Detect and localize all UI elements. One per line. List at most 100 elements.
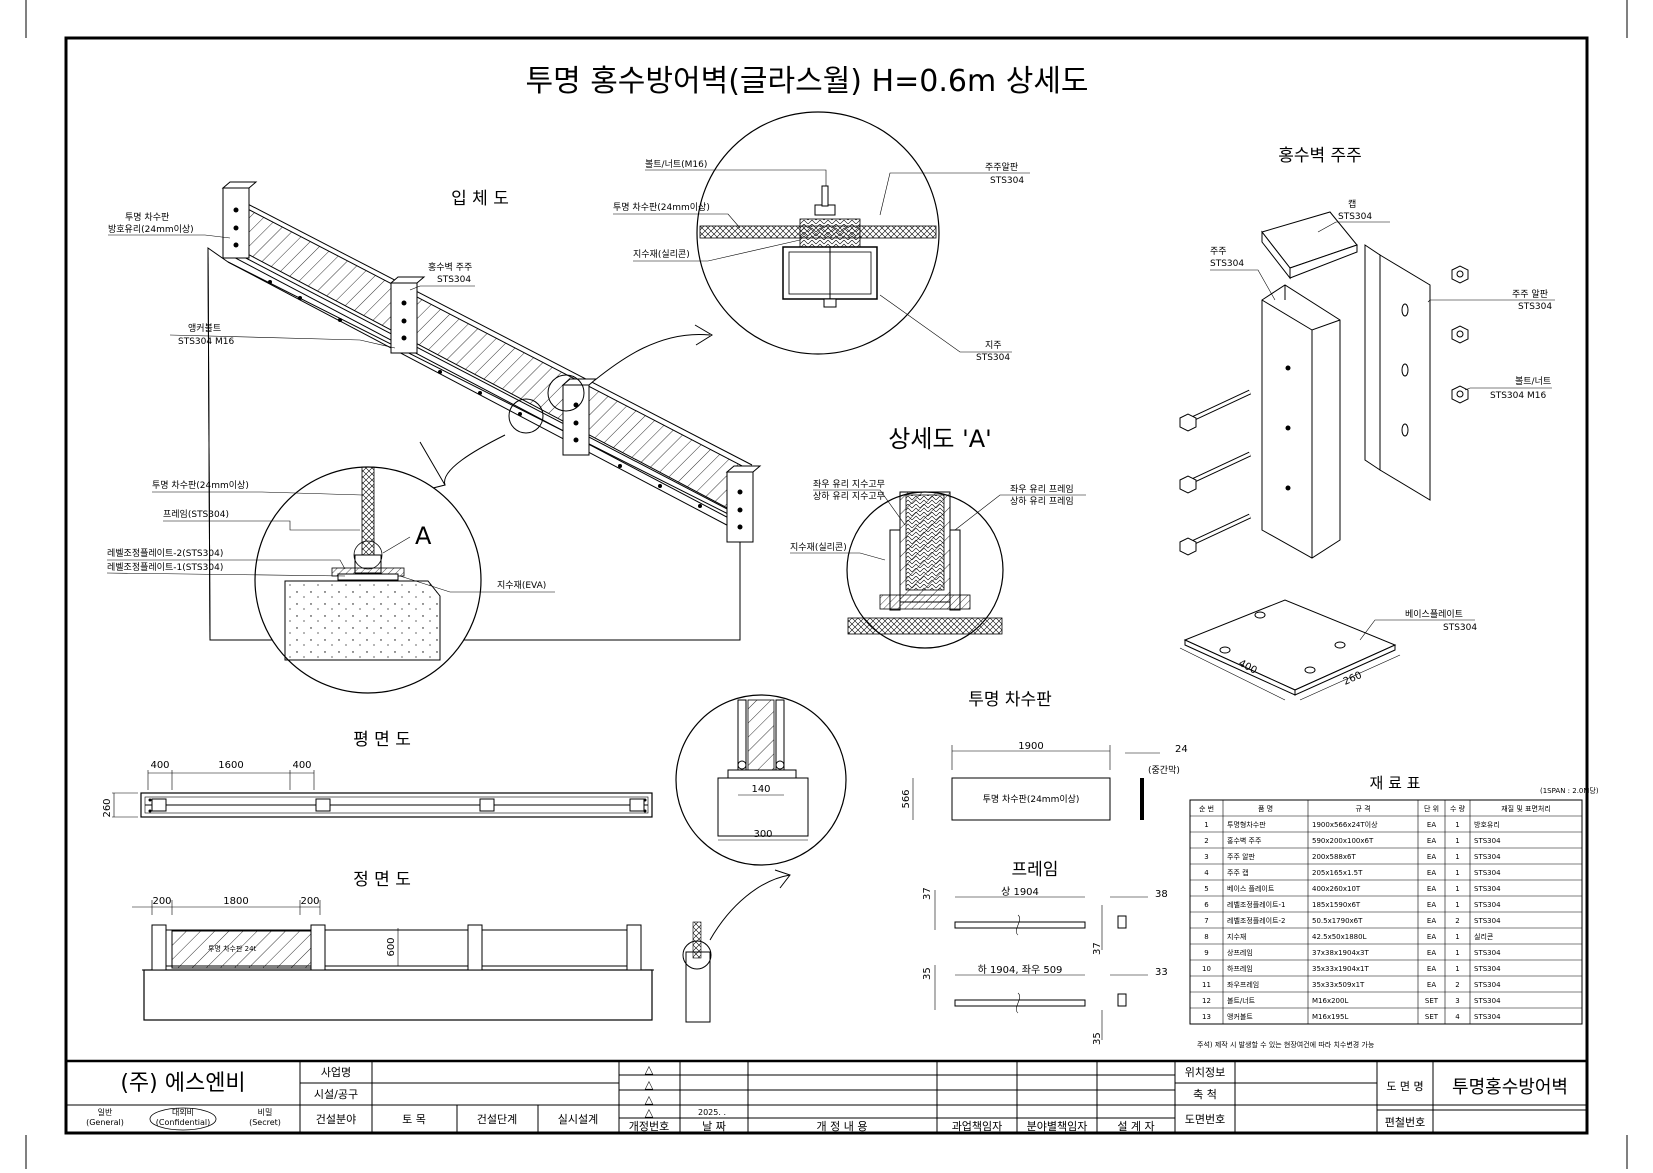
dim-fr-35a: 35 [922,967,933,980]
callout-post-cap-2: STS304 [1338,212,1372,222]
location-label: 위치정보 [1185,1066,1225,1079]
rev-symbol: △ [645,1078,654,1091]
table-cell: 7 [1204,917,1208,925]
table-cell: 1 [1455,837,1459,845]
table-cell: STS304 [1474,837,1501,845]
table-cell: SET [1425,997,1439,1005]
callout-iso-panel-2: 방호유리(24mm이상) [108,224,194,235]
panel-view: 투명 차수판 1900 투명 차수판(24mm이상) 566 24 (중간막) [901,690,1188,821]
arrow-to-top-detail [594,333,711,381]
table-cell: 홍수벽 주주 [1227,836,1262,845]
table-cell: 12 [1202,997,1211,1005]
iso-post [389,276,426,354]
table-cell: 200x588x6T [1312,853,1356,861]
callout-iso-post-2: STS304 [437,275,471,285]
designer-label: 설 계 자 [1117,1120,1154,1133]
detail-mark-A [547,374,585,412]
callout-top-seal: 지수재(실리콘) [633,249,690,260]
table-cell: 590x200x100x6T [1312,837,1374,845]
table-cell: 1 [1204,821,1208,829]
table-cell: 베이스 플레이트 [1227,884,1275,893]
callout-post-plate-2: STS304 [1518,302,1552,312]
table-cell: EA [1427,901,1436,909]
detail-A: 상세도 'A' 좌우 유리 지수고무 상하 유리 지수고무 좌우 유리 프레임 … [790,425,1086,649]
base-section-circle: 140 300 [675,694,847,1023]
dim-fr-33: 33 [1155,967,1168,978]
table-cell: EA [1427,837,1436,845]
field-label: 건설분야 [316,1113,356,1126]
table-cell: 1 [1455,885,1459,893]
table-cell: STS304 [1474,885,1501,893]
resp-field-label: 분야별책임자 [1027,1120,1088,1133]
dim-fr-35b: 35 [1092,1032,1103,1045]
binder-label: 편철번호 [1385,1116,1425,1129]
table-cell: 11 [1202,981,1211,989]
table-header-cell: 수 량 [1450,805,1466,813]
table-cell: M16x195L [1312,1013,1348,1021]
rev-content-label: 개 정 내 용 [817,1120,868,1133]
base-detail-circle: A 투명 차수판(24mm이상) 프레임(STS304) 레벨조정플레이트-2(… [106,466,555,694]
table-cell: 1 [1455,853,1459,861]
callout-top-panel: 투명 차수판(24mm이상) [613,201,710,213]
table-cell: EA [1427,981,1436,989]
table-cell: 8 [1204,933,1208,941]
table-cell: 하프레임 [1227,964,1253,973]
table-cell: EA [1427,965,1436,973]
table-cell: 3 [1455,997,1459,1005]
dim-plan-400b: 400 [292,760,311,771]
panel-mid-label: (중간막) [1148,765,1180,776]
frame-view: 프레임 상 1904 37 38 37 하 1904, 좌우 509 35 33… [922,860,1168,1045]
callout-cir-lvl2: 레벨조정플레이트-2(STS304) [107,548,223,559]
class-secret: 비밀 [258,1108,273,1117]
table-cell: 5 [1204,885,1208,893]
table-cell: STS304 [1474,869,1501,877]
rev-symbol: △ [645,1063,654,1076]
resp-task-label: 과업책임자 [952,1120,1003,1133]
callout-iso-anchor: 앵커볼트 [188,323,221,334]
table-cell: 레벨조정플레이트-2 [1227,916,1286,925]
table-cell: 185x1590x6T [1312,901,1361,909]
dim-base-140: 140 [751,784,770,795]
section-title-post: 홍수벽 주주 [1278,146,1362,166]
dim-fr-bot: 하 1904, 좌우 509 [978,963,1063,976]
table-cell: 1900x566x24T이상 [1312,820,1378,829]
table-cell: EA [1427,869,1436,877]
drawing-name-label: 도 면 명 [1386,1080,1423,1093]
iso-post [561,378,598,456]
table-cell: 205x165x1.5T [1312,869,1363,877]
facility-label: 시설/공구 [314,1088,358,1101]
section-title-iso: 입 체 도 [451,189,509,209]
callout-da-ud-rubber: 상하 유리 지수고무 [813,491,885,502]
table-cell: STS304 [1474,917,1501,925]
dim-panel-566: 566 [901,789,912,808]
materials-unit-note: (1SPAN : 2.0M당) [1540,786,1599,795]
detail-A-marker: A [415,522,432,550]
dim-front-600: 600 [386,937,397,956]
field-value: 토 목 [402,1113,426,1126]
rev-symbol: △ [645,1093,654,1106]
base-plate [1183,599,1397,691]
rev-date: 2025. . [698,1108,726,1117]
nut-icon [1451,265,1469,404]
dim-front-200a: 200 [152,896,171,907]
bolt-icon [1179,389,1252,556]
table-cell: 상프레임 [1227,948,1253,957]
dim-front-200b: 200 [300,896,319,907]
date-label: 날 짜 [702,1120,726,1133]
scale-label: 축 척 [1193,1088,1217,1101]
callout-post-post: 주주 [1210,246,1227,257]
table-cell: 좌우프레임 [1227,980,1259,989]
table-cell: EA [1427,853,1436,861]
callout-da-ud-frame: 상하 유리 프레임 [1010,495,1074,507]
table-cell: 1 [1455,869,1459,877]
table-cell: M16x200L [1312,997,1348,1005]
section-title-frame: 프레임 [1012,860,1059,880]
drawing-name: 투명홍수방어벽 [1452,1077,1568,1098]
inner-plate [1364,244,1381,471]
dim-fr-38: 38 [1155,889,1168,900]
plan-view: 평 면 도 400 1600 400 260 [102,730,653,818]
section-title-panel: 투명 차수판 [968,690,1052,710]
callout-top-plate: 주주알판 [985,162,1018,173]
callout-post-base: 베이스플레이트 [1405,609,1463,620]
